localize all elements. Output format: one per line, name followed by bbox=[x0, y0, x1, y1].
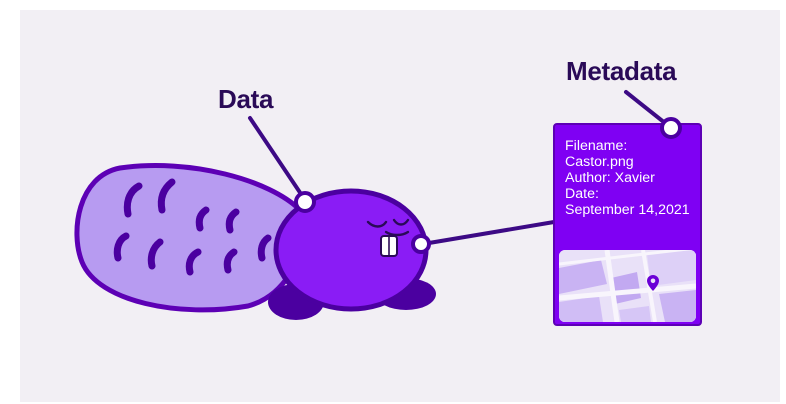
beaver-face bbox=[366, 218, 410, 237]
data-label: Data bbox=[218, 84, 274, 114]
metadata-line-filename: Castor.png bbox=[565, 154, 634, 170]
beaver-tail bbox=[74, 163, 303, 313]
metadata-label: Metadata bbox=[566, 56, 677, 86]
connector-dots bbox=[294, 191, 431, 254]
metadata-line-author: Author: Xavier bbox=[565, 170, 655, 186]
map-thumbnail bbox=[559, 250, 696, 322]
metadata-line-date-label: Date: bbox=[565, 186, 599, 202]
beaver-teeth bbox=[380, 235, 398, 257]
metadata-text: Filename: Castor.png Author: Xavier Date… bbox=[565, 138, 690, 218]
location-pin-icon bbox=[647, 275, 659, 291]
metadata-card: Filename: Castor.png Author: Xavier Date… bbox=[553, 123, 702, 326]
metadata-line-date: September 14,2021 bbox=[565, 202, 690, 218]
metadata-line-filename-label: Filename: bbox=[565, 138, 628, 154]
